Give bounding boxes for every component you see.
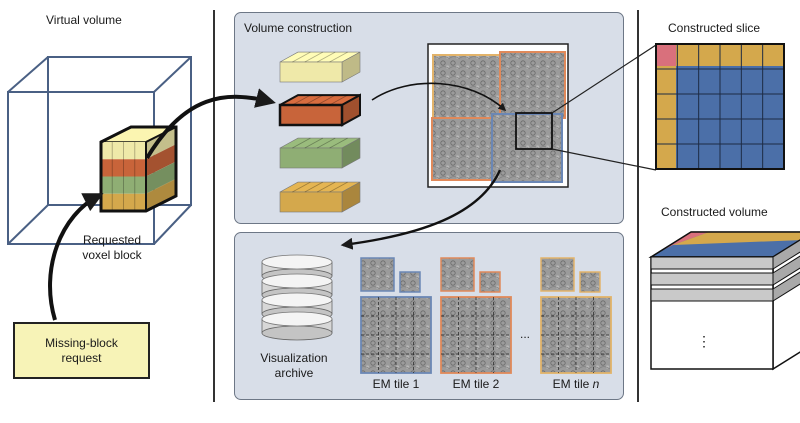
em-tile-2-label: EM tile 2	[452, 377, 500, 391]
disk-top	[261, 273, 333, 289]
slab-orange-groove	[329, 94, 348, 106]
em-tile-n-level-2	[579, 271, 601, 293]
voxel-block-front-band	[101, 142, 146, 160]
slice-red-corner	[656, 44, 676, 66]
volume-layer-front	[650, 288, 774, 302]
mosaic-em-tile	[431, 117, 499, 181]
constructed-volume-title: Constructed volume	[661, 205, 768, 219]
volume-layer-front	[650, 256, 774, 270]
em-tile-2-level-2	[479, 271, 501, 293]
voxel-block-front-band	[101, 159, 146, 177]
volume-vdots: ⋮	[697, 333, 711, 349]
requested-label-line2: voxel block	[82, 248, 142, 262]
slab-orange-groove	[292, 94, 311, 106]
disk-top	[261, 254, 333, 270]
mosaic-em-tile	[491, 113, 563, 183]
slab-green-groove	[292, 137, 311, 149]
constructed-slice-title: Constructed slice	[668, 21, 761, 35]
slab-gold-groove	[304, 181, 323, 193]
visualization-archive-line1: Visualization	[260, 351, 328, 365]
slab-cream-groove	[329, 51, 348, 63]
arrow-slab-to-mosaic	[371, 82, 507, 112]
slab-green-front	[279, 147, 343, 169]
slice-connector-top	[551, 44, 657, 114]
em-tile-n-prefix: EM tile	[552, 377, 593, 391]
slab-cream-groove	[317, 51, 336, 63]
arrow-mosaic-to-archive	[340, 169, 502, 250]
mosaic-selection-box	[515, 112, 553, 150]
virtual-volume-edge	[153, 204, 192, 245]
requested-label-line1: Requested	[82, 233, 142, 247]
em-tile-1-label: EM tile 1	[372, 377, 420, 391]
slab-green-groove	[304, 137, 323, 149]
virtual-volume-edge	[7, 56, 49, 93]
divider-right	[637, 10, 639, 402]
disk-top	[261, 292, 333, 308]
volume-top-gold	[673, 232, 800, 245]
disk-top	[261, 311, 333, 327]
slab-gold-front	[279, 191, 343, 213]
voxel-block-side-band	[146, 161, 176, 194]
slab-orange-front	[278, 103, 344, 127]
slab-green-groove	[329, 137, 348, 149]
divider-left	[213, 10, 215, 402]
volume-construction-title: Volume construction	[244, 21, 353, 35]
arrow-request-to-block	[48, 193, 104, 321]
slice-connector-bottom	[551, 148, 657, 171]
virtual-volume-edge	[7, 204, 49, 245]
visualization-archive-line2: archive	[274, 366, 314, 380]
arrow-block-to-construction	[145, 88, 276, 160]
voxel-block-front-band	[101, 176, 146, 194]
em-tile-n-label: EM tile n	[536, 377, 616, 391]
slab-gold-groove	[317, 181, 336, 193]
slice-blue-region	[676, 66, 784, 169]
disk-bottom	[261, 325, 333, 341]
slab-gold-groove	[292, 181, 311, 193]
volume-layer-front	[650, 272, 774, 286]
voxel-block-front-band	[101, 193, 146, 211]
virtual-volume-edge	[153, 56, 192, 93]
slab-cream-groove	[304, 51, 323, 63]
missing-block-line1: Missing-block	[45, 336, 118, 350]
slab-gold-groove	[329, 181, 348, 193]
slab-orange-groove	[317, 94, 336, 106]
slab-cream-groove	[292, 51, 311, 63]
em-tile-2-level-1	[440, 257, 475, 292]
missing-block-request-box: Missing-block request	[13, 322, 150, 379]
tile-ellipsis: ...	[520, 327, 531, 341]
em-tile-1-level-2	[399, 271, 421, 293]
mosaic-em-tile	[432, 54, 502, 119]
em-tile-1-level-1	[360, 257, 395, 292]
slab-cream-front	[279, 61, 343, 83]
slice-outline	[655, 43, 785, 170]
em-tile-n-suffix: n	[592, 377, 600, 391]
slab-orange-groove	[304, 94, 323, 106]
voxel-block-side-band	[146, 178, 176, 211]
em-tile-n-level-1	[540, 257, 575, 292]
missing-block-line2: request	[61, 351, 102, 365]
mosaic-em-tile	[499, 51, 566, 119]
slab-green-groove	[317, 137, 336, 149]
virtual-volume-front-face	[7, 91, 155, 245]
voxel-block-side-band	[146, 144, 176, 177]
virtual-volume-title: Virtual volume	[46, 13, 122, 27]
